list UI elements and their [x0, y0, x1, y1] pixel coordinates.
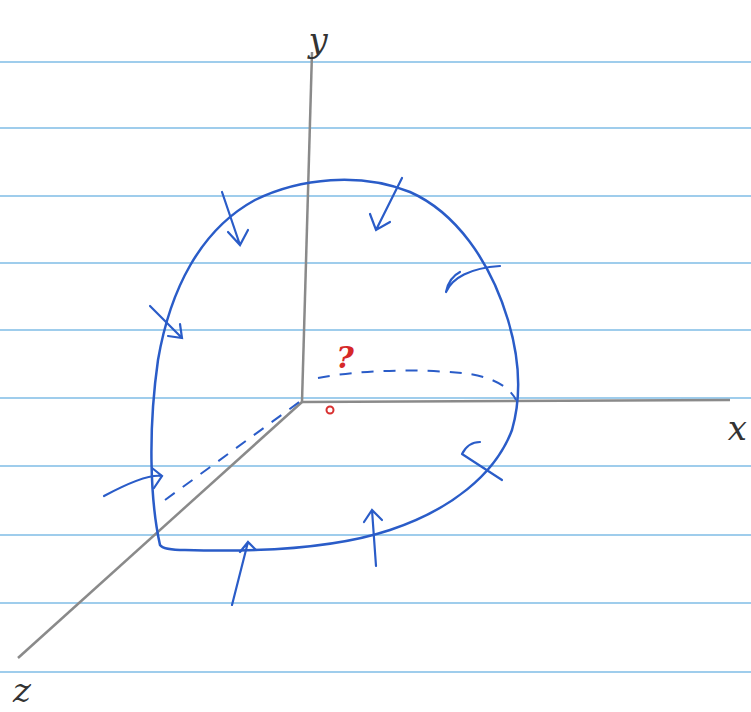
closed-surface	[151, 180, 518, 551]
ruled-lines	[0, 62, 751, 672]
axis-label: y	[308, 23, 327, 57]
question-mark: ?	[336, 343, 354, 373]
axis-label: z	[13, 673, 31, 707]
axis-label: x	[728, 411, 747, 445]
dashed-equator	[165, 371, 516, 500]
origin-dot	[327, 407, 334, 414]
inward-arrows	[104, 178, 502, 605]
axes	[18, 52, 730, 658]
